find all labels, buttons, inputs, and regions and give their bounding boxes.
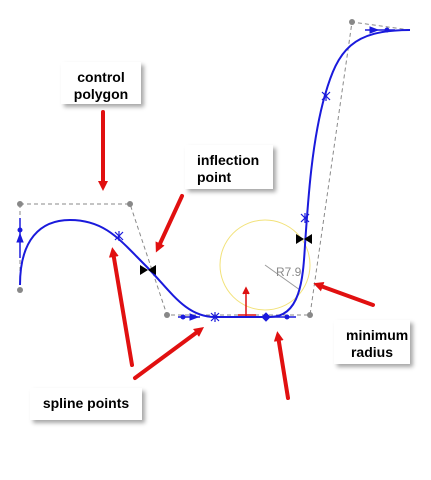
arrow-spline-point-3	[273, 331, 290, 400]
control-vertex[interactable]	[307, 312, 313, 318]
radius-line	[264, 264, 301, 291]
tangent-handle[interactable]	[16, 218, 24, 258]
tangent-handle[interactable]	[178, 313, 200, 321]
callout-text: radius	[350, 344, 393, 360]
spline-point[interactable]	[114, 231, 124, 241]
control-vertex[interactable]	[164, 312, 170, 318]
callout-text: minimum	[346, 327, 409, 343]
arrow-inflection-point	[155, 194, 184, 253]
tangent-handles	[16, 26, 395, 322]
callout-inflection-point: inflection point	[185, 145, 273, 189]
arrow-spline-point-2	[133, 327, 205, 380]
spline-point[interactable]	[321, 91, 331, 101]
control-vertex[interactable]	[17, 201, 23, 207]
callout-text: spline points	[42, 395, 130, 411]
curvature-circle	[219, 219, 311, 311]
callout-text: inflection	[197, 152, 260, 168]
arrow-minimum-radius	[313, 282, 375, 307]
callout-arrows	[98, 110, 375, 400]
tangent-handle[interactable]	[260, 312, 296, 322]
spline-point[interactable]	[210, 312, 220, 322]
control-vertex[interactable]	[127, 201, 133, 207]
control-vertex[interactable]	[349, 19, 355, 25]
control-vertex[interactable]	[17, 287, 23, 293]
control-polygon	[20, 21, 411, 316]
tangent-handle[interactable]	[365, 26, 395, 34]
inflection-marker-icon	[140, 265, 156, 275]
callout-spline-points: spline points	[30, 388, 142, 420]
callout-minimum-radius: minimum radius	[334, 320, 410, 364]
spline-point[interactable]	[300, 213, 310, 223]
callout-control-polygon: control polygon	[61, 62, 141, 104]
arrow-spline-point-1	[108, 247, 134, 367]
callout-text: control	[77, 69, 125, 85]
callout-text: polygon	[73, 86, 129, 102]
spline-points	[114, 91, 331, 322]
inflection-marker-icon	[296, 234, 312, 244]
origin-marker	[238, 286, 256, 318]
radius-dimension-label[interactable]: R7.9	[276, 265, 302, 279]
callout-text: point	[197, 169, 232, 185]
control-vertices	[17, 19, 355, 318]
